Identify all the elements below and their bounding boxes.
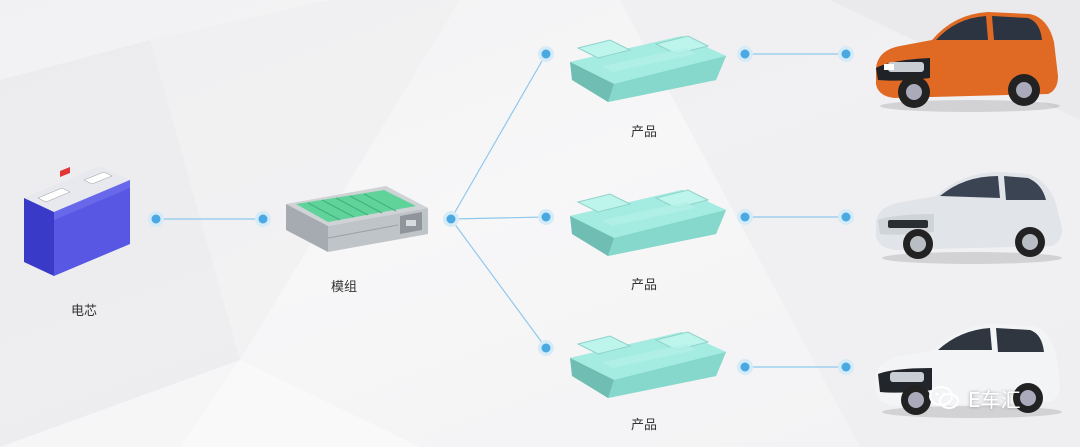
product-label-1: 产品 [630, 125, 657, 140]
watermark-text: E车汇 [968, 387, 1021, 412]
product-label-3: 产品 [630, 418, 657, 433]
connector-line-module-product-3 [450, 218, 547, 349]
battery-pack-icon [570, 35, 726, 102]
connector-line-module-product-2 [450, 216, 547, 220]
module-label: 模组 [330, 280, 357, 295]
product-label-2: 产品 [630, 278, 657, 293]
car-icon [876, 12, 1060, 112]
car-icon [876, 172, 1062, 264]
connector-line-module-product-1 [450, 53, 547, 220]
connector-nodes [148, 46, 854, 375]
battery-pack-icon [570, 189, 726, 256]
battery-cell-icon [24, 166, 130, 276]
battery-module-icon [286, 186, 428, 252]
car-icon [876, 324, 1062, 418]
battery-pack-icon [570, 331, 726, 398]
wechat-icon [929, 386, 959, 409]
cell-label: 电芯 [70, 304, 97, 319]
watermark: E车汇 [928, 378, 1068, 418]
